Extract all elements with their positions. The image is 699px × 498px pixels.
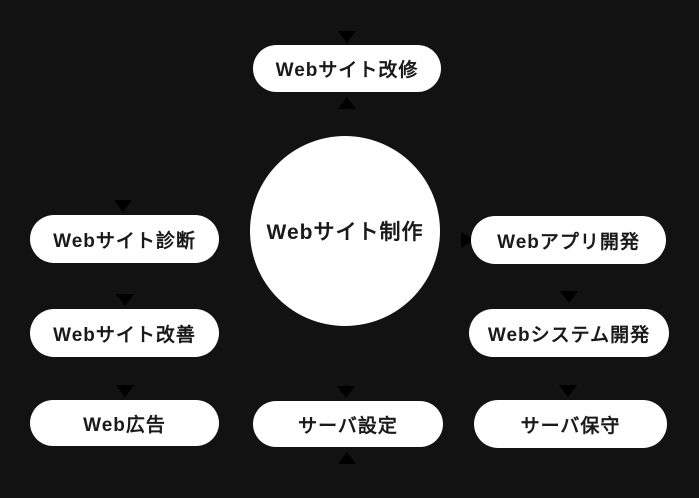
node-website-improvement: Webサイト改善 (30, 309, 219, 357)
node-web-advertising: Web広告 (30, 400, 219, 446)
arrow-down-icon (559, 385, 577, 397)
arrow-up-icon (338, 97, 356, 109)
node-web-app-development: Webアプリ開発 (471, 216, 666, 264)
arrow-up-icon (338, 452, 356, 464)
node-web-system-development: Webシステム開発 (469, 309, 669, 357)
node-server-setup: サーバ設定 (253, 401, 443, 447)
arrow-down-icon (114, 200, 132, 212)
arrow-down-icon (337, 386, 355, 398)
arrow-down-icon (116, 294, 134, 306)
arrow-down-icon (560, 291, 578, 303)
node-website-diagnosis: Webサイト診断 (30, 215, 219, 263)
node-website-renovation: Webサイト改修 (253, 45, 441, 92)
node-server-maintenance: サーバ保守 (474, 400, 667, 448)
node-website-production-circle: Webサイト制作 (250, 136, 440, 326)
arrow-down-icon (116, 385, 134, 397)
arrow-down-icon (338, 31, 356, 43)
arrow-right-icon (461, 232, 474, 248)
